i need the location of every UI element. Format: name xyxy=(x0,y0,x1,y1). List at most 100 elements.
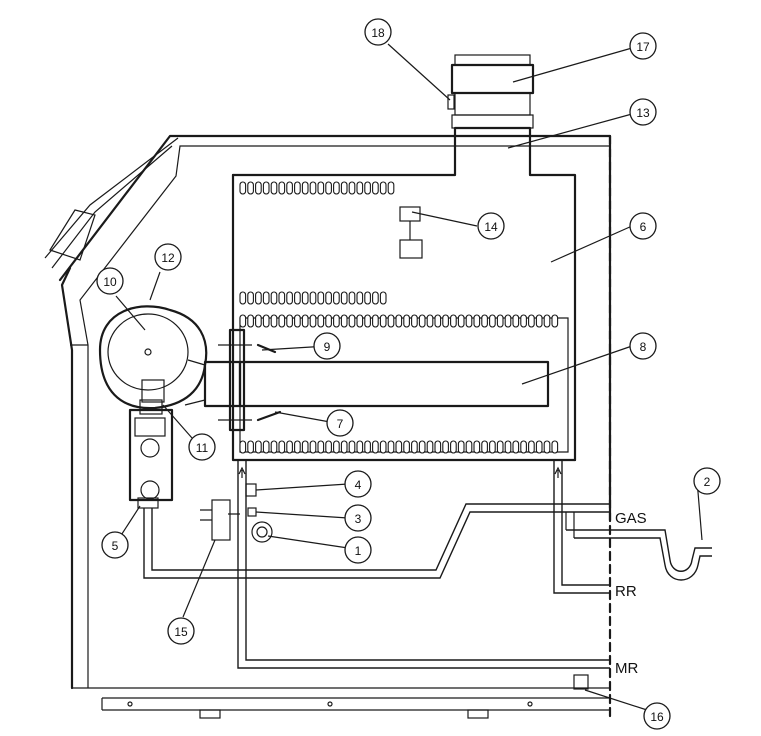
fin xyxy=(372,314,379,328)
fin xyxy=(301,181,309,195)
fin xyxy=(309,291,317,305)
callout-number: 16 xyxy=(650,710,664,724)
fin xyxy=(340,314,348,328)
callout-circle xyxy=(629,32,657,60)
fin xyxy=(333,291,340,305)
fin xyxy=(473,440,481,454)
fin xyxy=(255,291,262,305)
fin xyxy=(325,440,332,454)
fin xyxy=(262,181,270,195)
callout-10: 10 xyxy=(96,267,124,295)
fin xyxy=(551,440,559,454)
fin xyxy=(504,440,512,454)
fin xyxy=(255,440,262,454)
cabinet-outline xyxy=(44,134,612,722)
fin xyxy=(317,440,325,454)
blower-fan xyxy=(98,305,208,410)
fin xyxy=(387,314,395,328)
callout-circle xyxy=(167,617,195,645)
fin xyxy=(317,181,325,195)
callout-number: 18 xyxy=(371,26,385,40)
fin xyxy=(286,181,293,195)
fin xyxy=(325,181,332,195)
callout-11: 11 xyxy=(188,433,216,461)
fin xyxy=(457,314,465,328)
callout-number: 1 xyxy=(355,544,362,558)
fin xyxy=(418,440,426,454)
flue-outlet xyxy=(447,54,535,129)
callout-circle xyxy=(96,267,124,295)
callout-circle xyxy=(629,332,657,360)
fin xyxy=(247,314,254,328)
fin xyxy=(348,291,356,305)
callout-circle xyxy=(364,18,392,46)
fin xyxy=(286,440,293,454)
fin xyxy=(387,181,395,195)
components xyxy=(200,206,589,690)
fin xyxy=(294,291,301,305)
fin xyxy=(239,440,247,454)
fin xyxy=(379,181,387,195)
callout-circle xyxy=(629,98,657,126)
fin xyxy=(301,440,309,454)
callout-4: 4 xyxy=(344,470,372,498)
callout-14: 14 xyxy=(477,212,505,240)
fin xyxy=(465,440,473,454)
fin xyxy=(294,440,301,454)
callout-number: 5 xyxy=(112,539,119,553)
fin xyxy=(387,440,395,454)
fin xyxy=(457,440,465,454)
fin xyxy=(528,314,535,328)
fin xyxy=(239,181,247,195)
fin xyxy=(340,291,348,305)
callout-number: 14 xyxy=(484,220,498,234)
callout-number: 15 xyxy=(174,625,188,639)
fin xyxy=(379,314,387,328)
fin xyxy=(442,314,449,328)
fin xyxy=(255,314,262,328)
fin xyxy=(543,314,551,328)
callout-number: 9 xyxy=(324,340,331,354)
callout-circle xyxy=(344,470,372,498)
fin xyxy=(481,314,488,328)
fin xyxy=(340,181,348,195)
callout-7: 7 xyxy=(326,409,354,437)
fin xyxy=(247,440,254,454)
fin xyxy=(270,440,278,454)
fin xyxy=(520,314,527,328)
callout-12: 12 xyxy=(154,243,182,271)
fin xyxy=(348,440,356,454)
callout-18: 18 xyxy=(364,18,392,46)
fin xyxy=(395,314,403,328)
fin xyxy=(535,440,543,454)
fin xyxy=(325,291,332,305)
supply-connection-label: MR xyxy=(615,660,638,677)
fin xyxy=(301,291,309,305)
fin xyxy=(262,440,270,454)
fin xyxy=(520,440,527,454)
fin xyxy=(364,181,371,195)
fin xyxy=(286,314,293,328)
fin xyxy=(434,440,442,454)
callout-number: 8 xyxy=(640,340,647,354)
fin xyxy=(465,314,473,328)
fin xyxy=(278,291,286,305)
fin xyxy=(512,440,520,454)
fin xyxy=(340,440,348,454)
callout-9: 9 xyxy=(313,332,341,360)
fin xyxy=(247,181,254,195)
fin xyxy=(317,291,325,305)
fin xyxy=(364,314,371,328)
callout-number: 10 xyxy=(103,275,117,289)
fin xyxy=(270,291,278,305)
fin xyxy=(348,314,356,328)
callout-17: 17 xyxy=(629,32,657,60)
callout-16: 16 xyxy=(643,702,671,730)
fin xyxy=(294,314,301,328)
fin xyxy=(418,314,426,328)
fin xyxy=(278,181,286,195)
fin xyxy=(403,440,410,454)
connection-labels: GAS RR MR xyxy=(615,510,647,677)
